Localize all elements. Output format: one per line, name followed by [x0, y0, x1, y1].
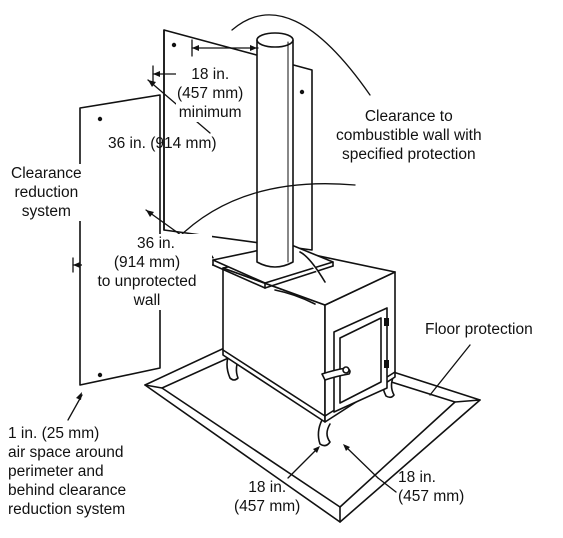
air-space-line: perimeter and: [8, 463, 104, 480]
front-right-value: 18 in.: [398, 469, 436, 486]
side-clearance-line: wall: [133, 292, 161, 309]
front-left-value: 18 in.: [248, 479, 287, 496]
reduction-system-line: system: [21, 203, 71, 220]
air-space-line: 1 in. (25 mm): [8, 425, 100, 442]
reduction-system-line: Clearance: [11, 165, 82, 182]
floor-protection-label: Floor protection: [425, 320, 533, 339]
front-right-metric: (457 mm): [398, 488, 465, 505]
side-clearance-line: (914 mm): [113, 254, 181, 271]
combustible-wall-line: specified protection: [342, 146, 476, 163]
combustible-wall-label: Clearance to combustible wall with speci…: [336, 107, 482, 164]
front-right-clearance-label: 18 in. (457 mm): [398, 468, 464, 506]
air-space-line: air space around: [8, 444, 124, 461]
air-space-line: reduction system: [8, 501, 126, 518]
air-space-line: behind clearance: [8, 482, 127, 499]
air-space-label: 1 in. (25 mm) air space around perimeter…: [8, 424, 126, 519]
reduction-system-line: reduction: [14, 184, 79, 201]
side-clearance-line: 36 in.: [137, 235, 175, 252]
side-clearance-line: to unprotected: [97, 273, 197, 290]
front-left-metric: (457 mm): [234, 498, 301, 515]
top-clearance-label: 18 in. (457 mm) minimum: [176, 65, 245, 122]
floor-protection-text: Floor protection: [425, 321, 533, 338]
combustible-wall-line: combustible wall with: [336, 127, 482, 144]
top-clearance-qualifier: minimum: [178, 104, 242, 121]
combustible-wall-line: Clearance to: [364, 108, 453, 125]
stove-legs: [226, 351, 395, 447]
rear-clearance-text: 36 in. (914 mm): [108, 135, 217, 152]
top-clearance-value: 18 in.: [191, 66, 230, 83]
stove-door: [321, 307, 389, 413]
front-left-clearance-label: 18 in. (457 mm): [234, 478, 300, 516]
rear-clearance-label: 36 in. (914 mm): [108, 134, 217, 153]
top-clearance-metric: (457 mm): [177, 85, 244, 102]
side-clearance-label: 36 in. (914 mm) to unprotected wall: [82, 234, 212, 310]
reduction-system-label: Clearance reduction system: [10, 164, 83, 221]
stove-pipe: [256, 32, 294, 268]
